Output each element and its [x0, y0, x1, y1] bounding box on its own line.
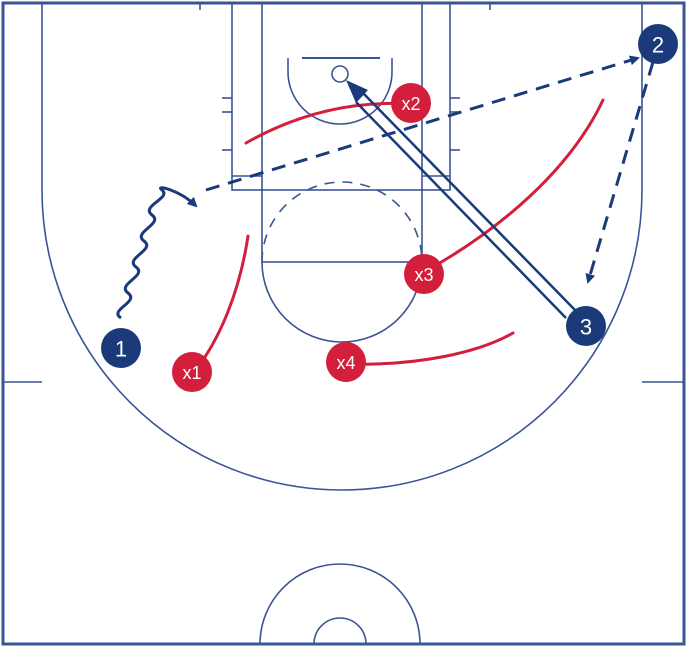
- x3-path: [422, 98, 605, 274]
- center-circle-outer: [259, 563, 421, 645]
- cut-3-to-basket: [355, 91, 576, 319]
- player-2-label: 2: [652, 33, 664, 58]
- defender-x2[interactable]: x2: [391, 83, 431, 123]
- defender-x4[interactable]: x4: [326, 342, 366, 382]
- defender-x1[interactable]: x1: [172, 352, 212, 392]
- free-throw-circle-upper: [261, 181, 423, 263]
- restricted-area: [287, 58, 393, 125]
- defense-players: x1 x2 x3 x4: [172, 83, 444, 392]
- player-3-label: 3: [580, 315, 592, 340]
- rim: [331, 65, 349, 83]
- offense-actions: [116, 55, 655, 320]
- player-1-label: 1: [115, 337, 127, 362]
- x2-path: [244, 101, 412, 145]
- free-throw-circle-lower: [261, 261, 423, 343]
- defender-x2-label: x2: [401, 94, 420, 114]
- lane-inner: [261, 2, 423, 263]
- defender-x1-label: x1: [182, 363, 201, 383]
- defender-x4-label: x4: [336, 353, 355, 373]
- x1-path: [192, 234, 250, 374]
- x4-path: [344, 331, 515, 366]
- player-1[interactable]: 1: [101, 328, 141, 368]
- player-2[interactable]: 2: [638, 24, 678, 64]
- three-point-line: [41, 3, 643, 491]
- defense-paths: [192, 98, 605, 374]
- pass-1-to-2: [205, 55, 640, 192]
- pass-2-to-3: [585, 61, 655, 284]
- player-3[interactable]: 3: [566, 306, 606, 346]
- dribble-path: [116, 186, 198, 320]
- cut-arrowhead: [346, 80, 368, 103]
- defender-x3-label: x3: [414, 265, 433, 285]
- offense-players: 1 2 3: [101, 24, 678, 368]
- center-circle-inner: [313, 617, 367, 645]
- defender-x3[interactable]: x3: [404, 254, 444, 294]
